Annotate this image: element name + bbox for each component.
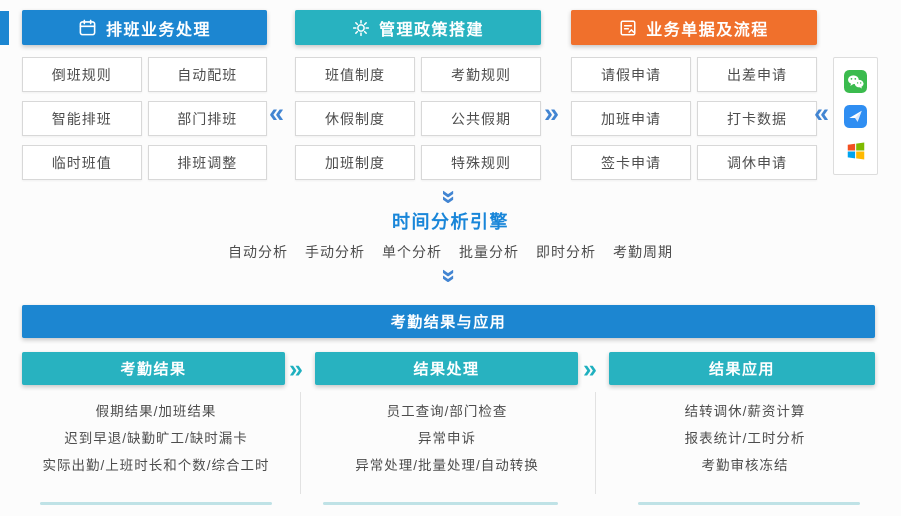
windows-icon [847, 142, 864, 160]
result-row: 假期结果/加班结果 [95, 404, 217, 419]
column-divider [595, 392, 596, 494]
chevron-right-icon: » [289, 355, 303, 383]
result-row: 结转调休/薪资计算 [684, 404, 806, 419]
item-box: 特殊规则 [421, 145, 541, 180]
item-box: 加班制度 [295, 145, 415, 180]
chevron-left-icon: « [269, 98, 285, 128]
group-scheduling-header: 排班业务处理 [22, 10, 267, 45]
left-edge-banner-fragment [0, 11, 9, 45]
item-box: 加班申请 [571, 101, 691, 136]
sub-banner-result-processing: 结果处理 [315, 352, 578, 385]
chevron-down-icon: » [435, 189, 466, 205]
item-box: 出差申请 [697, 57, 817, 92]
result-row: 考勤审核冻结 [701, 458, 789, 473]
cutoff-box-top-edge [40, 502, 272, 505]
form-icon [620, 20, 636, 35]
app-sources-box [833, 57, 878, 175]
group-scheduling-items: 倒班规则 自动配班 智能排班 部门排班 临时班值 排班调整 [22, 57, 267, 180]
group-title: 排班业务处理 [105, 21, 211, 39]
engine-item: 自动分析 [228, 244, 288, 260]
item-box: 智能排班 [22, 101, 142, 136]
item-box: 签卡申请 [571, 145, 691, 180]
group-documents: 业务单据及流程 请假申请 出差申请 加班申请 打卡数据 签卡申请 调休申请 [571, 10, 817, 180]
group-title: 业务单据及流程 [646, 21, 769, 39]
group-title: 管理政策搭建 [378, 21, 484, 39]
engine-title: 时间分析引擎 [392, 212, 509, 232]
result-row: 员工查询/部门检查 [386, 404, 508, 419]
item-box: 休假制度 [295, 101, 415, 136]
calendar-icon [79, 19, 96, 36]
group-scheduling: 排班业务处理 倒班规则 自动配班 智能排班 部门排班 临时班值 排班调整 [22, 10, 267, 180]
item-box: 倒班规则 [22, 57, 142, 92]
engine-item: 批量分析 [459, 244, 519, 260]
result-column-application: 结转调休/薪资计算 报表统计/工时分析 考勤审核冻结 [603, 403, 887, 474]
chevron-right-icon: » [583, 355, 597, 383]
group-policy-header: 管理政策搭建 [295, 10, 541, 45]
chevron-right-icon: » [544, 98, 560, 128]
result-row: 报表统计/工时分析 [684, 431, 806, 446]
item-box: 调休申请 [697, 145, 817, 180]
result-row: 迟到早退/缺勤旷工/缺时漏卡 [64, 431, 248, 446]
engine-items: 自动分析 手动分析 单个分析 批量分析 即时分析 考勤周期 [0, 242, 901, 262]
item-box: 部门排班 [147, 101, 267, 136]
group-policy-items: 班值制度 考勤规则 休假制度 公共假期 加班制度 特殊规则 [295, 57, 541, 180]
chevron-left-icon: « [814, 98, 830, 128]
result-row: 异常申诉 [418, 431, 476, 446]
item-box: 考勤规则 [421, 57, 541, 92]
results-banner: 考勤结果与应用 [22, 305, 875, 338]
column-divider [300, 392, 301, 494]
item-box: 临时班值 [22, 145, 142, 180]
wechat-icon [844, 70, 867, 93]
engine-item: 即时分析 [536, 244, 596, 260]
group-documents-items: 请假申请 出差申请 加班申请 打卡数据 签卡申请 调休申请 [571, 57, 817, 180]
engine-item: 手动分析 [305, 244, 365, 260]
item-box: 打卡数据 [697, 101, 817, 136]
item-box: 请假申请 [571, 57, 691, 92]
item-box: 排班调整 [147, 145, 267, 180]
item-box: 班值制度 [295, 57, 415, 92]
result-column-processing: 员工查询/部门检查 异常申诉 异常处理/批量处理/自动转换 [308, 403, 586, 474]
group-documents-header: 业务单据及流程 [571, 10, 817, 45]
item-box: 自动配班 [147, 57, 267, 92]
app-blue-icon [844, 105, 867, 128]
engine-item: 单个分析 [382, 244, 442, 260]
chevron-down-icon: » [435, 268, 466, 284]
gear-icon [352, 19, 370, 36]
sub-banner-result-application: 结果应用 [609, 352, 875, 385]
group-policy: 管理政策搭建 班值制度 考勤规则 休假制度 公共假期 加班制度 特殊规则 [295, 10, 541, 180]
result-column-attendance: 假期结果/加班结果 迟到早退/缺勤旷工/缺时漏卡 实际出勤/上班时长和个数/综合… [22, 403, 290, 474]
engine-item: 考勤周期 [613, 244, 673, 260]
item-box: 公共假期 [421, 101, 541, 136]
sub-banner-attendance-results: 考勤结果 [22, 352, 285, 385]
cutoff-box-top-edge [638, 502, 860, 505]
result-row: 异常处理/批量处理/自动转换 [355, 458, 539, 473]
result-row: 实际出勤/上班时长和个数/综合工时 [42, 458, 270, 473]
cutoff-box-top-edge [323, 502, 558, 505]
